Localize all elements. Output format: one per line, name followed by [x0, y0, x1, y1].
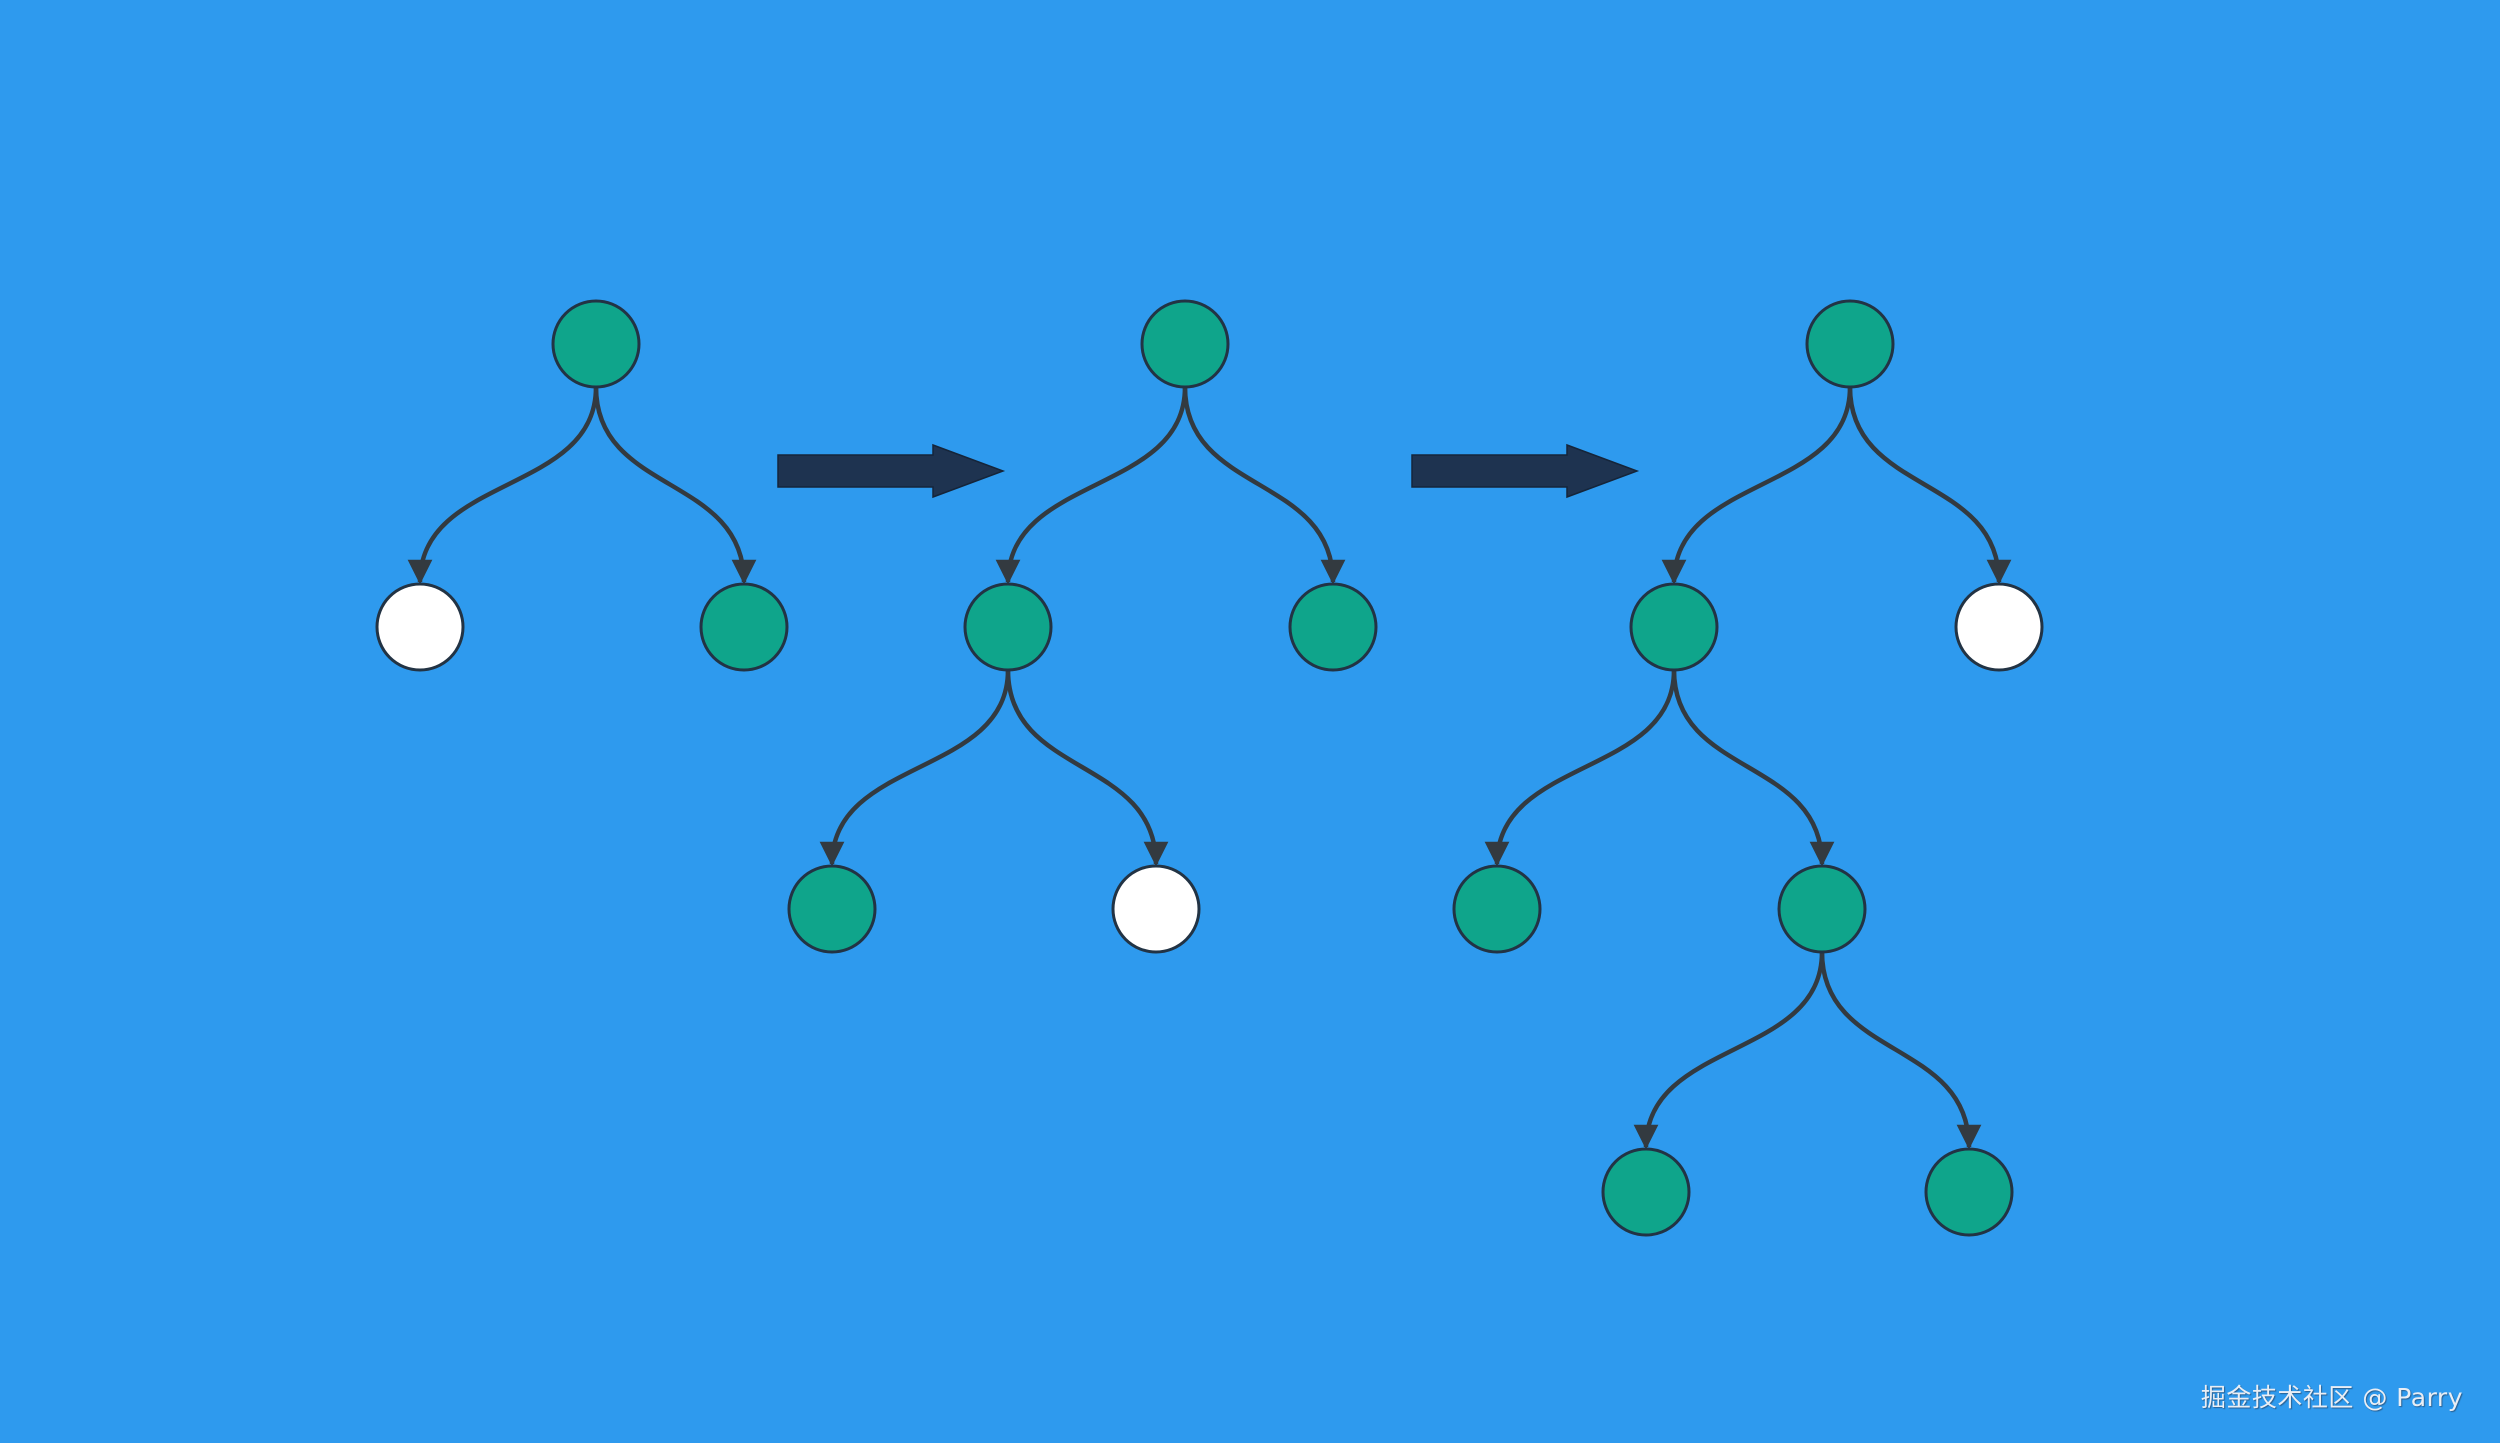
filled-node-t1-root	[551, 299, 641, 389]
nodes-layer	[375, 299, 2044, 1237]
edges-layer	[407, 386, 2012, 1150]
edge-arrow-t3-root-to-t3-r	[1847, 386, 2012, 585]
edge-arrow-t2-l-to-t2-ll	[819, 669, 1011, 867]
edge-arrow-t3-lr-to-t3-lrr	[1819, 951, 1982, 1150]
filled-node-t3-root	[1805, 299, 1895, 389]
filled-node-t3-l	[1629, 582, 1719, 672]
edge-arrow-t2-l-to-t2-lr	[1005, 669, 1169, 867]
empty-node-t2-lr	[1111, 864, 1201, 954]
edge-arrow-t2-root-to-t2-l	[995, 386, 1188, 585]
filled-node-t2-root	[1140, 299, 1230, 389]
filled-node-t1-right	[699, 582, 789, 672]
empty-node-t3-r	[1954, 582, 2044, 672]
edge-arrow-t3-lr-to-t3-lrl	[1633, 951, 1825, 1150]
watermark: 掘金技术社区 @ Parry	[2200, 1383, 2463, 1412]
filled-node-t3-lrr	[1924, 1147, 2014, 1237]
empty-node-t1-left	[375, 582, 465, 672]
filled-node-t3-lr	[1777, 864, 1867, 954]
edge-arrow-t3-l-to-t3-ll	[1484, 669, 1677, 867]
filled-node-t3-ll	[1452, 864, 1542, 954]
edge-arrow-t3-l-to-t3-lr	[1671, 669, 1835, 867]
filled-node-t2-l	[963, 582, 1053, 672]
filled-node-t2-ll	[787, 864, 877, 954]
transition-arrow-1-icon	[777, 443, 1006, 499]
edge-arrow-t3-root-to-t3-l	[1661, 386, 1853, 585]
edge-arrow-t1-root-to-t1-right	[593, 386, 757, 585]
transition-arrow-2-icon	[1411, 443, 1640, 499]
filled-node-t2-r	[1288, 582, 1378, 672]
transition-arrows-layer	[777, 443, 1640, 499]
edge-arrow-t2-root-to-t2-r	[1182, 386, 1346, 585]
filled-node-t3-lrl	[1601, 1147, 1691, 1237]
edge-arrow-t1-root-to-t1-left	[407, 386, 599, 585]
